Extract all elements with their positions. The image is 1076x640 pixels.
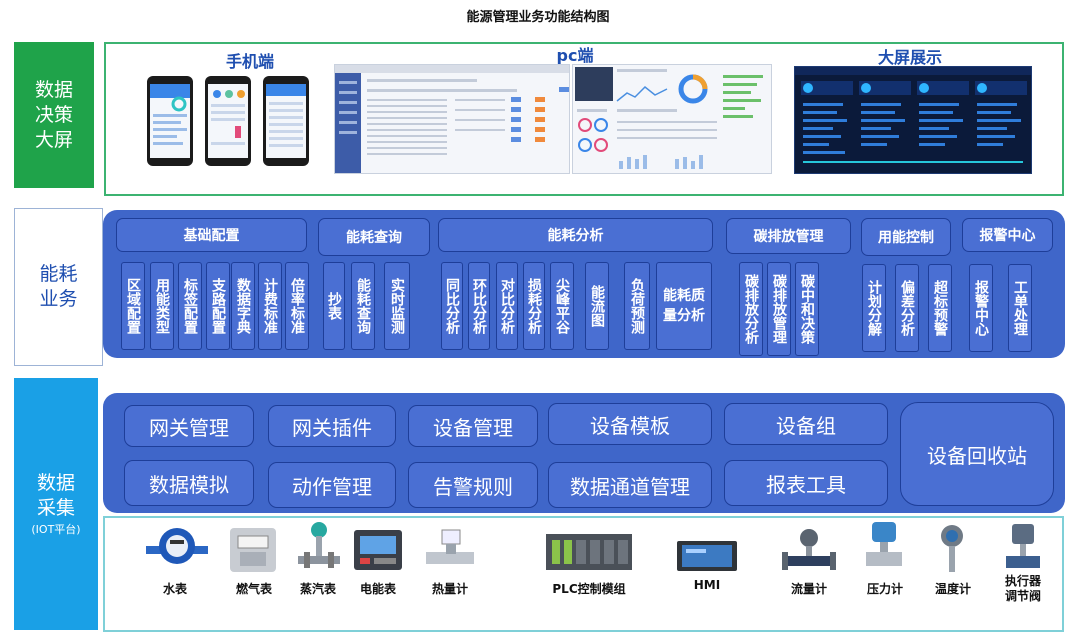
flow-meter-icon: [780, 526, 838, 574]
cell-carbon-management: 碳排放管理: [767, 262, 791, 356]
cell-tag-config: 标签配置: [178, 262, 202, 350]
cell-peak-valley: 尖峰平谷: [550, 262, 574, 350]
business-side-text: 能耗 业务: [39, 262, 77, 312]
cell-plan-decomposition: 计划分解: [862, 264, 886, 352]
device-label-plc: PLC控制模组: [534, 580, 644, 597]
pc-dashboard-illustration-icon: [573, 65, 772, 174]
group-header-basic-config: 基础配置: [116, 218, 307, 252]
device-label-water-meter: 水表: [150, 580, 200, 597]
hmi-panel-icon: [676, 540, 738, 572]
cell-yoy-analysis: 同比分析: [441, 262, 463, 350]
cell-multiplier-standard: 倍率标准: [285, 262, 309, 350]
cell-device-recycle-bin: 设备回收站: [900, 402, 1054, 506]
group-header-carbon-management: 碳排放管理: [726, 218, 851, 254]
cell-data-channel-management: 数据通道管理: [548, 462, 712, 508]
collection-side-sub: (IOT平台): [31, 523, 80, 537]
steam-meter-icon: [294, 520, 344, 574]
actuator-valve-icon: [1002, 522, 1044, 572]
electric-meter-icon: [352, 528, 404, 572]
pc-screenshot-table: [334, 64, 570, 174]
cell-meter-reading: 抄表: [323, 262, 345, 350]
cell-energy-type: 用能类型: [150, 262, 174, 350]
decision-side-text: 数据 决策 大屏: [35, 78, 73, 153]
cell-device-group: 设备组: [724, 403, 888, 445]
device-label-flow-meter: 流量计: [780, 580, 838, 597]
device-label-pressure-gauge: 压力计: [856, 580, 914, 597]
bigscreen-illustration-icon: [795, 67, 1031, 173]
cell-energy-query: 能耗查询: [351, 262, 375, 350]
group-header-energy-control: 用能控制: [861, 218, 951, 256]
cell-realtime-monitor: 实时监测: [384, 262, 410, 350]
cell-device-template: 设备模板: [548, 403, 712, 445]
cell-work-order: 工单处理: [1008, 264, 1032, 352]
temperature-transmitter-icon: [930, 522, 974, 574]
cell-branch-config: 支路配置: [206, 262, 230, 350]
bigscreen-screenshot: [794, 66, 1032, 174]
cell-data-dictionary: 数据字典: [231, 262, 255, 350]
cell-carbon-neutral-decision: 碳中和决策: [795, 262, 819, 356]
cell-report-tool: 报表工具: [724, 460, 888, 506]
group-header-energy-analysis: 能耗分析: [438, 218, 713, 252]
cell-alarm-center: 报警中心: [969, 264, 993, 352]
plc-module-icon: [544, 530, 634, 574]
cell-loss-analysis: 损耗分析: [523, 262, 545, 350]
cell-energy-flow: 能流图: [585, 262, 609, 350]
cell-deviation-analysis: 偏差分析: [895, 264, 919, 352]
gas-meter-icon: [226, 524, 280, 574]
device-label-steam-meter: 蒸汽表: [290, 580, 346, 597]
collection-side-text: 数据 采集: [37, 471, 75, 521]
cell-data-simulation: 数据模拟: [124, 460, 254, 506]
bigscreen-label: 大屏展示: [850, 44, 970, 68]
mobile-screenshots: [145, 74, 315, 168]
pc-label: pc端: [520, 42, 630, 66]
cell-overlimit-warning: 超标预警: [928, 264, 952, 352]
group-header-energy-query: 能耗查询: [318, 218, 430, 256]
pc-screenshot-dashboard: [572, 64, 772, 174]
cell-compare-analysis: 对比分析: [496, 262, 518, 350]
collection-side-label: 数据 采集 (IOT平台): [14, 378, 98, 630]
decision-side-label: 数据 决策 大屏: [14, 42, 94, 188]
cell-device-management: 设备管理: [408, 405, 538, 447]
cell-gateway-management: 网关管理: [124, 405, 254, 447]
business-side-label: 能耗 业务: [14, 208, 103, 366]
device-label-temperature: 温度计: [924, 580, 982, 597]
page-title: 能源管理业务功能结构图: [0, 6, 1076, 25]
cell-load-forecast: 负荷预测: [624, 262, 650, 350]
cell-billing-standard: 计费标准: [258, 262, 282, 350]
pressure-gauge-icon: [862, 520, 906, 574]
device-label-gas-meter: 燃气表: [226, 580, 282, 597]
phones-illustration-icon: [145, 74, 315, 168]
group-header-alarm-center: 报警中心: [962, 218, 1053, 252]
cell-mom-analysis: 环比分析: [468, 262, 490, 350]
device-label-hmi: HMI: [682, 578, 732, 592]
cell-alarm-rules: 告警规则: [408, 462, 538, 508]
device-label-heat-meter: 热量计: [422, 580, 478, 597]
water-meter-icon: [144, 522, 210, 574]
cell-carbon-analysis: 碳排放分析: [739, 262, 763, 356]
mobile-label: 手机端: [190, 48, 310, 72]
cell-energy-quality-analysis: 能耗质量分析: [656, 262, 712, 350]
pc-table-illustration-icon: [335, 65, 570, 174]
cell-region-config: 区域配置: [121, 262, 145, 350]
device-label-actuator-valve: 执行器 调节阀: [992, 574, 1054, 604]
heat-meter-icon: [424, 526, 476, 574]
cell-gateway-plugin: 网关插件: [268, 405, 396, 447]
cell-action-management: 动作管理: [268, 462, 396, 508]
device-label-electric-meter: 电能表: [350, 580, 406, 597]
